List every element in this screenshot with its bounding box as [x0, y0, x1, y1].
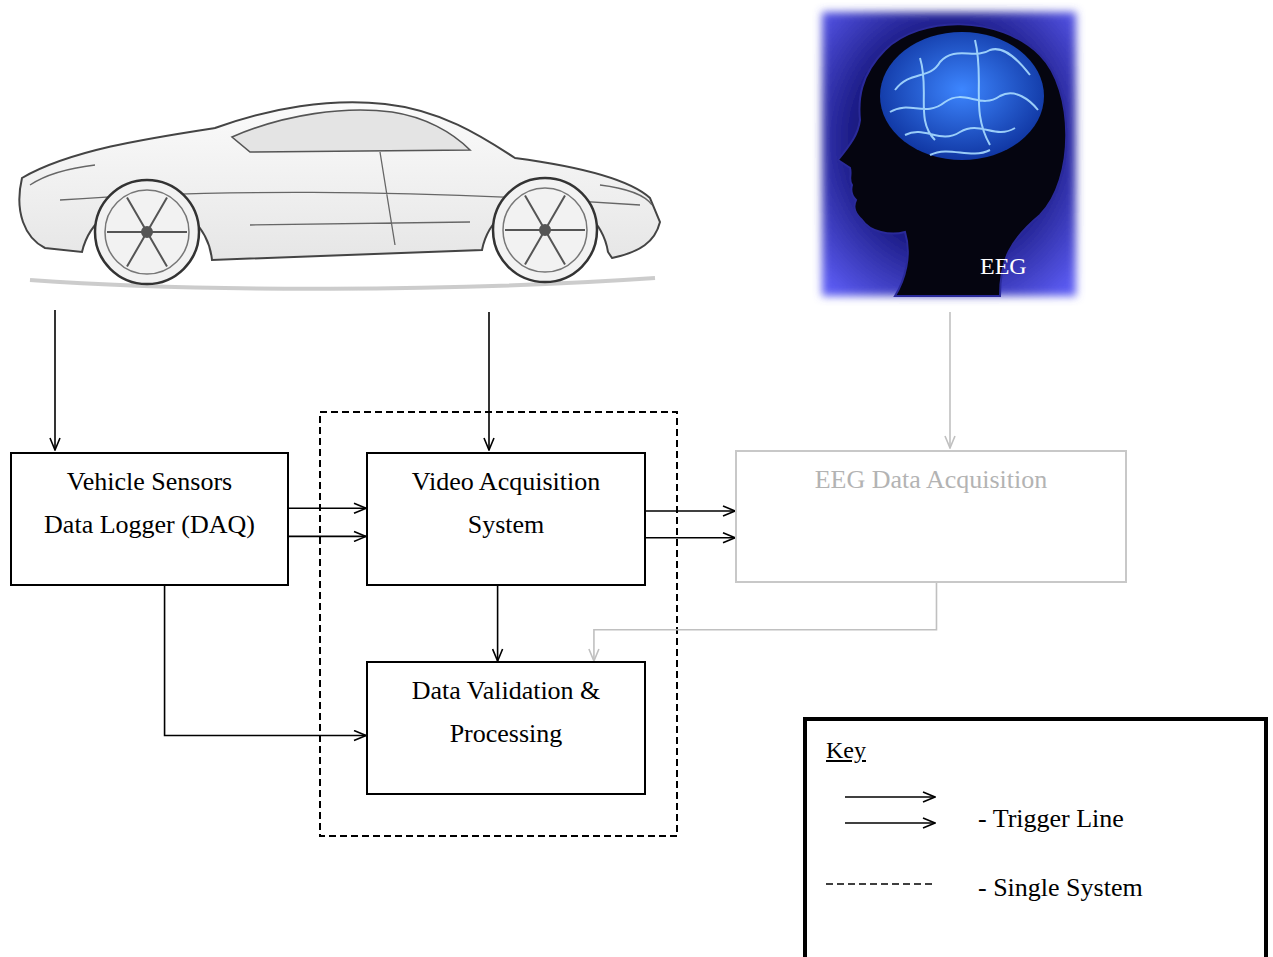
legend-entry: - Trigger Line — [978, 804, 1124, 834]
brain — [880, 32, 1044, 160]
car-rim — [105, 190, 189, 274]
data-flow-arrow — [497, 586, 499, 661]
single-system-outline — [320, 412, 677, 836]
process-box: Data Validation & Processing — [366, 661, 646, 795]
head-silhouette — [838, 24, 1066, 296]
data-flow-arrow — [594, 583, 937, 661]
box-text: Vehicle Sensors Data Logger (DAQ) — [41, 460, 259, 546]
picture-caption: EEG — [980, 251, 1027, 281]
source-arrow — [54, 310, 56, 450]
car-wheel — [95, 180, 199, 284]
car-window — [232, 110, 470, 152]
trigger-line — [289, 536, 366, 538]
legend-entry: - Single System — [978, 873, 1143, 903]
car-sketch — [19, 102, 660, 288]
eeg-head-picture — [822, 12, 1076, 296]
process-box: Video Acquisition System — [366, 452, 646, 586]
data-flow-arrow — [165, 586, 366, 736]
process-box: Vehicle Sensors Data Logger (DAQ) — [10, 452, 289, 586]
wheel-spokes — [505, 195, 585, 264]
legend-sample-dashed — [826, 883, 933, 885]
box-text: Video Acquisition System — [396, 460, 616, 546]
legend-heading: Key — [826, 735, 866, 765]
legend-box — [805, 719, 1266, 957]
legend-text: - Trigger Line — [978, 804, 1124, 833]
car-rim — [503, 188, 587, 272]
box-text: Data Validation & Processing — [396, 669, 616, 755]
disabled-process-box: EEG Data Acquisition — [735, 450, 1127, 583]
legend-sample-arrow — [845, 822, 935, 824]
picture-background — [822, 12, 1076, 296]
wheel-spokes — [107, 197, 187, 266]
source-arrow — [488, 312, 490, 450]
trigger-line — [289, 507, 366, 509]
legend-sample-arrow — [845, 796, 935, 798]
legend-text: - Single System — [978, 873, 1143, 902]
car-wheel — [493, 178, 597, 282]
wheel-hub — [539, 224, 551, 236]
brain-folds — [890, 40, 1038, 155]
trigger-line — [646, 537, 735, 539]
wheel-hub — [141, 226, 153, 238]
trigger-line — [646, 510, 735, 512]
box-text: EEG Data Acquisition — [751, 458, 1111, 501]
source-arrow — [949, 312, 951, 448]
